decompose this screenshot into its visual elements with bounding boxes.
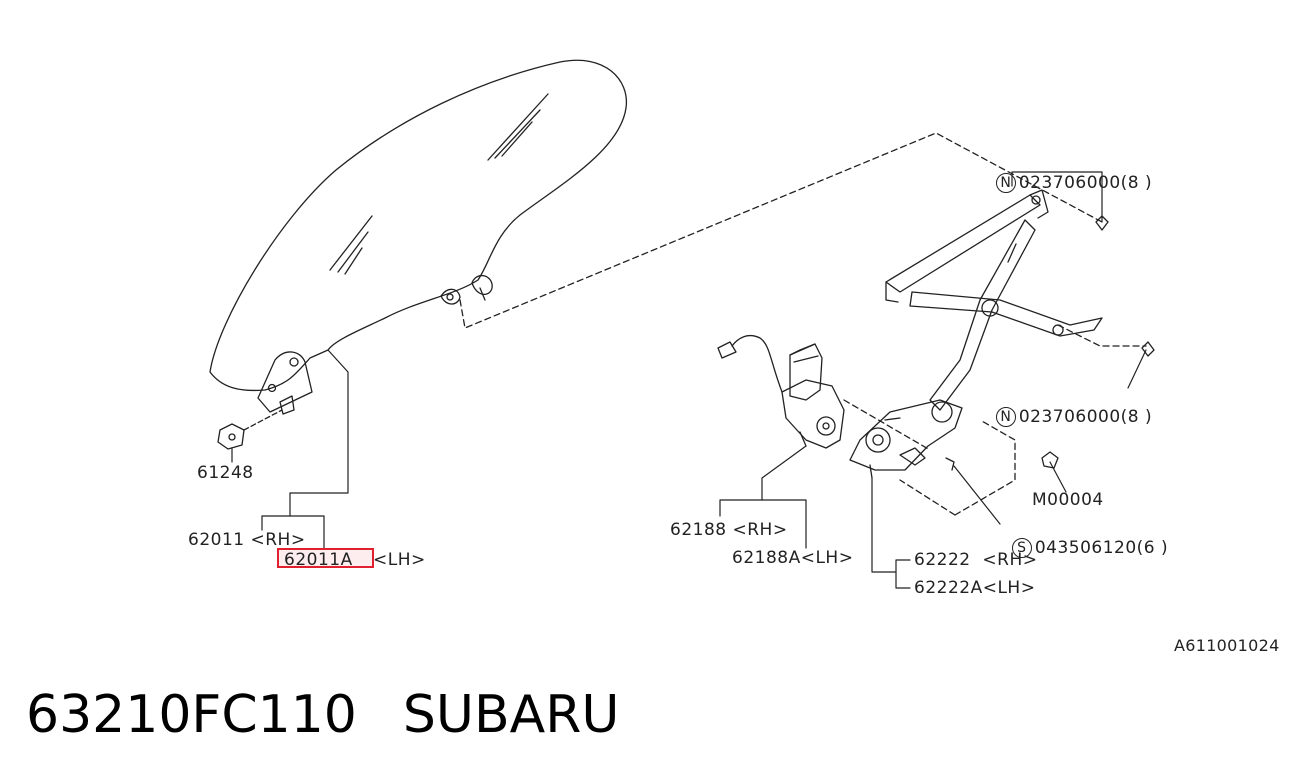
label-62011a-lh: <LH>	[373, 550, 426, 570]
n-symbol-icon: N	[995, 173, 1016, 193]
label-62011-rh[interactable]: 62011 <RH>	[188, 530, 306, 550]
connection-lines	[459, 132, 1147, 516]
label-m00004[interactable]: M00004	[1032, 490, 1104, 510]
door-glass	[209, 59, 628, 415]
brand-name: SUBARU	[402, 685, 620, 745]
nut-top-code: 023706000(8 )	[1018, 173, 1153, 193]
part-number: 63210FC110	[26, 685, 357, 745]
fasteners	[945, 215, 1155, 471]
part-caption: 63210FC110 SUBARU	[26, 685, 619, 745]
clip-61248	[217, 409, 283, 450]
label-61248[interactable]: 61248	[197, 463, 254, 483]
label-62222a-lh[interactable]: 62222A<LH>	[914, 578, 1036, 598]
highlighted-part-box[interactable]	[277, 548, 374, 568]
nut-mid-code: 023706000(8 )	[1018, 407, 1153, 427]
window-motor	[717, 334, 845, 449]
window-regulator	[849, 189, 1103, 479]
diagram-image-code: A611001024	[1174, 636, 1280, 655]
s-symbol-icon: S	[1011, 538, 1032, 558]
screw-code: 043506120(6 )	[1034, 538, 1169, 558]
label-62188a-lh[interactable]: 62188A<LH>	[732, 548, 854, 568]
leader-lines	[231, 171, 1147, 589]
label-62188-rh[interactable]: 62188 <RH>	[670, 520, 788, 540]
label-62011a[interactable]: 62011A	[284, 550, 353, 570]
n-symbol-icon: N	[995, 407, 1016, 427]
